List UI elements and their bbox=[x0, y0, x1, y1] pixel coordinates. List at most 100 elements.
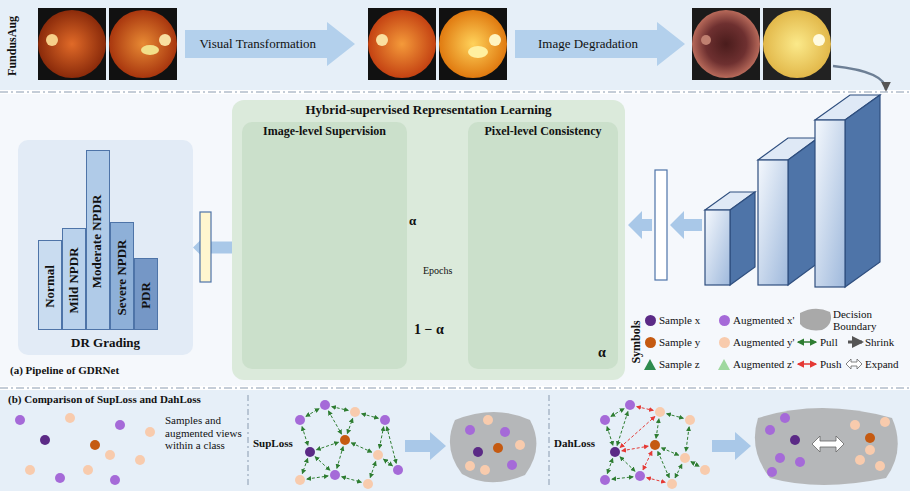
panel-box: Hybrid-supervised Representation Learnin… bbox=[232, 100, 625, 380]
legend-label: Augmented z' bbox=[733, 358, 794, 370]
sample-dot bbox=[500, 427, 510, 437]
relation-line bbox=[658, 451, 669, 477]
sample-dot bbox=[865, 445, 875, 455]
box-label: Image-level Supervision bbox=[263, 125, 386, 139]
legend-label: Push bbox=[820, 358, 841, 370]
relation-line bbox=[332, 407, 348, 411]
sample-dot bbox=[483, 415, 493, 425]
panel-box: Severe NPDR bbox=[110, 222, 134, 330]
panel-box: Mild NPDR bbox=[62, 228, 86, 330]
relation-line bbox=[384, 459, 393, 466]
sample-dot bbox=[90, 440, 100, 450]
sample-dot bbox=[780, 413, 790, 423]
relation-line bbox=[317, 442, 339, 449]
sample-dot bbox=[765, 425, 775, 435]
sample-dot bbox=[515, 440, 525, 450]
arrow-box: Visual Transformation bbox=[185, 22, 355, 66]
sample-dot bbox=[135, 455, 145, 465]
relation-line bbox=[342, 477, 361, 482]
relation-line bbox=[315, 457, 330, 471]
sample-dot bbox=[875, 461, 885, 471]
legend-label: Expand bbox=[865, 358, 899, 370]
sample-dot bbox=[635, 471, 645, 481]
sample-dot bbox=[850, 420, 860, 430]
sample-dot bbox=[105, 450, 115, 460]
text-label: 1 − α bbox=[414, 322, 444, 338]
grade-label: Moderate NPDR bbox=[90, 194, 105, 288]
legend-label: Shrink bbox=[865, 336, 894, 348]
sample-dot bbox=[600, 415, 610, 425]
text-label: α bbox=[409, 214, 416, 229]
sample-dot bbox=[465, 461, 475, 471]
relation-line bbox=[611, 409, 624, 417]
sample-dot bbox=[330, 470, 340, 480]
panel-box: DR GradingNormalMild NPDRModerate NPDRSe… bbox=[18, 140, 193, 355]
relation-line bbox=[307, 476, 328, 479]
sample-dot bbox=[363, 479, 373, 489]
relation-line bbox=[370, 462, 375, 478]
sample-dot bbox=[700, 465, 710, 475]
text-label: (a) Pipeline of GDRNet bbox=[10, 364, 119, 377]
sample-dot bbox=[480, 465, 490, 475]
grade-label: Severe NPDR bbox=[115, 239, 130, 315]
sample-dot bbox=[320, 400, 330, 410]
sample-dot bbox=[790, 435, 800, 445]
relation-line bbox=[328, 411, 341, 434]
text-label: α bbox=[598, 345, 606, 361]
arrow-shape bbox=[185, 22, 355, 66]
legend-label: Sample z bbox=[659, 358, 700, 370]
sample-dot bbox=[655, 407, 665, 417]
relation-line bbox=[675, 464, 682, 477]
relation-line bbox=[637, 407, 653, 411]
panel-box: PDR bbox=[134, 258, 158, 330]
sample-dot bbox=[465, 425, 475, 435]
relation-line bbox=[620, 417, 655, 448]
sample-dot bbox=[680, 453, 690, 463]
sample-dot bbox=[350, 407, 360, 417]
sample-dot bbox=[65, 413, 75, 423]
legend-swatch bbox=[645, 337, 656, 348]
relation-line bbox=[362, 414, 378, 418]
relation-line bbox=[351, 443, 371, 452]
text-label: (b) Comparison of SupLoss and DahLoss bbox=[8, 393, 201, 406]
relation-line bbox=[607, 427, 613, 446]
text-label: DahLoss bbox=[554, 437, 595, 450]
relation-line bbox=[617, 412, 628, 446]
sample-dot bbox=[625, 400, 635, 410]
panel-box: Moderate NPDR bbox=[86, 150, 110, 330]
legend-label: Decision Boundary bbox=[833, 308, 897, 332]
sample-dot bbox=[855, 455, 865, 465]
sample-dot bbox=[380, 415, 390, 425]
relation-line bbox=[656, 419, 659, 438]
relation-line bbox=[643, 451, 652, 469]
legend-label: Pull bbox=[820, 336, 838, 348]
text-label: Epochs bbox=[423, 265, 452, 277]
sample-dot bbox=[373, 450, 383, 460]
sample-dot bbox=[775, 453, 785, 463]
relation-line bbox=[302, 427, 308, 446]
relation-line bbox=[661, 448, 678, 455]
relation-line bbox=[691, 462, 699, 467]
box-label: Image Degradation bbox=[538, 37, 638, 52]
relation-line bbox=[347, 419, 352, 434]
text-label: SupLoss bbox=[253, 437, 293, 450]
relation-line bbox=[387, 427, 396, 463]
sample-dot bbox=[685, 415, 695, 425]
relation-line bbox=[686, 427, 689, 451]
legend-label: Sample x bbox=[659, 314, 700, 326]
sample-dot bbox=[295, 475, 305, 485]
panel-box: Image-level Supervision bbox=[242, 122, 407, 369]
grade-label: Mild NPDR bbox=[67, 247, 82, 313]
sample-dot bbox=[880, 417, 890, 427]
arrow-box: Image Degradation bbox=[515, 22, 685, 66]
box-label: Hybrid-supervised Representation Learnin… bbox=[306, 103, 552, 118]
text-label: Symbols bbox=[629, 320, 643, 363]
sample-dot bbox=[25, 465, 35, 475]
legend-swatch bbox=[719, 337, 730, 348]
box-label: DR Grading bbox=[71, 336, 140, 351]
relation-line bbox=[379, 427, 383, 448]
arrow-shape bbox=[515, 22, 685, 66]
sample-dot bbox=[767, 467, 777, 477]
flow-arrow bbox=[193, 234, 232, 262]
sample-dot bbox=[650, 440, 660, 450]
